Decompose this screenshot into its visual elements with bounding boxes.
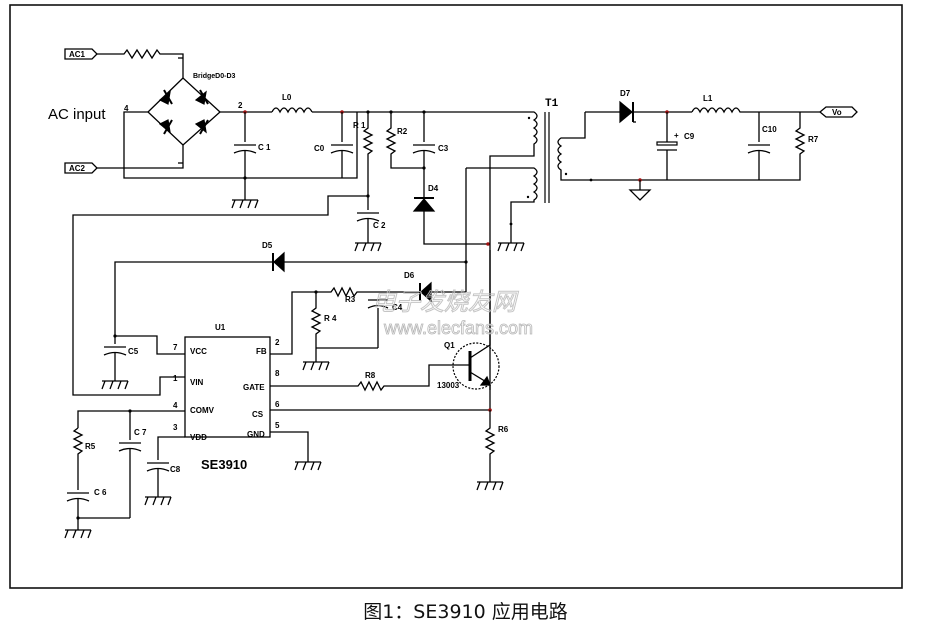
svg-text:C8: C8 bbox=[170, 465, 181, 474]
resistor-R3: R3 bbox=[316, 286, 380, 304]
svg-text:C 6: C 6 bbox=[94, 488, 107, 497]
svg-text:COMV: COMV bbox=[190, 406, 215, 415]
capacitor-C9: + C9 bbox=[656, 112, 695, 180]
svg-text:Q1: Q1 bbox=[444, 341, 455, 350]
transformer-T1: T1 bbox=[466, 98, 667, 390]
capacitor-C3: C3 bbox=[412, 112, 449, 168]
resistor-R1: R 1 bbox=[353, 112, 374, 200]
svg-text:7: 7 bbox=[173, 343, 178, 352]
svg-text:GATE: GATE bbox=[243, 383, 265, 392]
svg-text:U1: U1 bbox=[215, 323, 226, 332]
svg-text:CS: CS bbox=[252, 410, 264, 419]
svg-text:VIN: VIN bbox=[190, 378, 204, 387]
svg-text:C4: C4 bbox=[392, 303, 403, 312]
resistor-R4: R 4 bbox=[302, 292, 378, 371]
resistor-R2: R2 bbox=[385, 112, 424, 169]
svg-text:5: 5 bbox=[275, 421, 280, 430]
svg-text:R7: R7 bbox=[808, 135, 819, 144]
svg-text:2: 2 bbox=[238, 101, 243, 110]
diode-D5: D5 bbox=[114, 241, 466, 336]
resistor-R7: R7 bbox=[667, 112, 819, 181]
svg-text:D7: D7 bbox=[620, 89, 631, 98]
capacitor-C0: C0 bbox=[314, 112, 354, 178]
svg-text:C10: C10 bbox=[762, 125, 777, 134]
svg-text:C5: C5 bbox=[128, 347, 139, 356]
port-vo: Vo bbox=[818, 106, 858, 118]
diode-D7: D7 bbox=[585, 89, 692, 124]
svg-text:+: + bbox=[674, 131, 679, 140]
bridge-rectifier: BridgeD0-D3 4 2 bbox=[124, 73, 243, 146]
ic-se3910: U1 SE3910 7 VCC 1 VIN 4 COMV 3 VDD 2 FB … bbox=[173, 323, 280, 472]
svg-text:AC2: AC2 bbox=[69, 164, 86, 173]
transistor-Q1: Q1 13003 bbox=[437, 250, 500, 410]
svg-text:R8: R8 bbox=[365, 371, 376, 380]
resistor-R6: R6 bbox=[476, 410, 509, 491]
drawing-frame bbox=[9, 4, 903, 589]
svg-text:8: 8 bbox=[275, 369, 280, 378]
svg-text:FB: FB bbox=[256, 347, 267, 356]
svg-text:3: 3 bbox=[173, 423, 178, 432]
capacitor-C5: C5 bbox=[101, 336, 139, 390]
capacitor-C4: C4 bbox=[367, 299, 403, 348]
svg-text:C0: C0 bbox=[314, 144, 325, 153]
svg-text:R6: R6 bbox=[498, 425, 509, 434]
watermark: 电子发烧友网 www.elecfans.com bbox=[372, 288, 534, 339]
svg-text:D6: D6 bbox=[404, 271, 415, 280]
capacitor-C10: C10 bbox=[747, 112, 777, 180]
svg-text:C3: C3 bbox=[438, 144, 449, 153]
svg-text:C 2: C 2 bbox=[373, 221, 386, 230]
svg-text:4: 4 bbox=[124, 104, 129, 113]
diode-D4: D4 bbox=[412, 168, 488, 245]
capacitor-C7: C 7 bbox=[118, 411, 147, 518]
svg-text:BridgeD0-D3: BridgeD0-D3 bbox=[193, 73, 236, 80]
resistor-R5: R5 bbox=[72, 427, 96, 490]
svg-text:电子发烧友网: 电子发烧友网 bbox=[372, 288, 519, 316]
svg-text:1: 1 bbox=[173, 374, 178, 383]
svg-text:L1: L1 bbox=[703, 94, 713, 103]
svg-text:4: 4 bbox=[173, 401, 178, 410]
capacitor-C6: C 6 bbox=[64, 488, 130, 539]
port-ac1: AC1 bbox=[64, 48, 98, 60]
diode-D6: D6 bbox=[380, 271, 466, 303]
output-ground bbox=[628, 178, 652, 201]
svg-text:R3: R3 bbox=[345, 295, 356, 304]
inductor-L0: L0 bbox=[271, 93, 313, 114]
figure-caption: 图1：SE3910 应用电路 bbox=[363, 601, 568, 623]
svg-text:SE3910: SE3910 bbox=[201, 457, 247, 472]
svg-text:D4: D4 bbox=[428, 184, 439, 193]
ac-input-label: AC input bbox=[48, 106, 106, 123]
svg-text:T1: T1 bbox=[545, 98, 559, 110]
inductor-L1: L1 bbox=[691, 94, 800, 114]
capacitor-C8: C8 bbox=[144, 436, 185, 506]
svg-text:L0: L0 bbox=[282, 93, 292, 102]
svg-text:VDD: VDD bbox=[190, 433, 207, 442]
svg-text:www.elecfans.com: www.elecfans.com bbox=[383, 318, 533, 338]
svg-text:R 4: R 4 bbox=[324, 314, 337, 323]
svg-text:AC1: AC1 bbox=[69, 50, 86, 59]
svg-text:2: 2 bbox=[275, 338, 280, 347]
svg-text:R5: R5 bbox=[85, 442, 96, 451]
svg-text:Vo: Vo bbox=[832, 108, 842, 117]
capacitor-C2: C 2 bbox=[354, 200, 386, 252]
svg-text:R 1: R 1 bbox=[353, 121, 366, 130]
svg-text:C 1: C 1 bbox=[258, 143, 271, 152]
capacitor-C1: C 1 bbox=[231, 112, 271, 209]
svg-text:D5: D5 bbox=[262, 241, 273, 250]
svg-text:6: 6 bbox=[275, 400, 280, 409]
svg-text:13003: 13003 bbox=[437, 381, 460, 390]
svg-text:C9: C9 bbox=[684, 132, 695, 141]
svg-text:VCC: VCC bbox=[190, 347, 207, 356]
svg-text:GND: GND bbox=[247, 430, 265, 439]
svg-text:R2: R2 bbox=[397, 127, 408, 136]
svg-text:C 7: C 7 bbox=[134, 428, 147, 437]
resistor-R8: R8 bbox=[270, 364, 452, 392]
port-ac2: AC2 bbox=[64, 162, 98, 174]
input-resistor bbox=[97, 48, 184, 78]
